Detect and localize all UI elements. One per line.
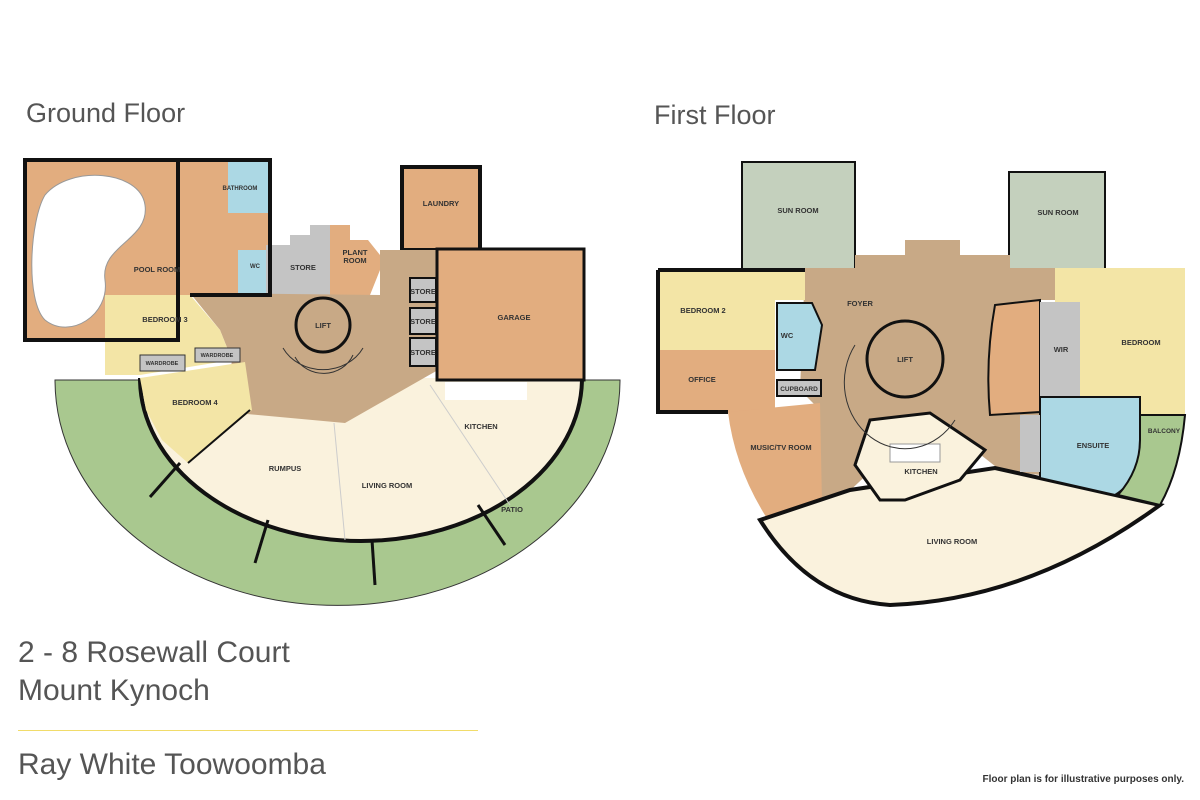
label-foyer: FOYER: [847, 299, 873, 308]
label-office: OFFICE: [688, 375, 716, 384]
label-bedroom-3: BEDROOM 3: [142, 315, 187, 324]
label-laundry: LAUNDRY: [423, 199, 459, 208]
label-cupboard: CUPBOARD: [780, 386, 818, 393]
label-wardrobe-2: WARDROBE: [201, 353, 234, 359]
gf-living-area: [140, 378, 582, 541]
label-garage: GARAGE: [498, 313, 531, 322]
ff-wc: [776, 302, 824, 371]
address-line-1: 2 - 8 Rosewall Court: [18, 636, 290, 669]
kitchen-bench: [445, 382, 527, 400]
laundry: [402, 167, 480, 250]
label-ff-kitchen: KITCHEN: [904, 467, 937, 476]
label-gf-store-3: STORE: [410, 348, 436, 357]
first-floor-plan: SUN ROOM SUN ROOM FOYER BEDROOM 2 WC OFF…: [656, 161, 1187, 608]
label-gf-living-room: LIVING ROOM: [362, 481, 412, 490]
ff-bedroom-entry: [1055, 268, 1082, 302]
wardrobe-2: [194, 347, 241, 363]
label-bedroom-4: BEDROOM 4: [172, 398, 218, 407]
gf-wc: [238, 250, 266, 295]
gf-store: [266, 225, 330, 295]
music-tv-room: [728, 403, 822, 523]
label-gf-lift: LIFT: [315, 321, 331, 330]
orange-room: [987, 298, 1041, 417]
label-sun-room-1: SUN ROOM: [777, 206, 818, 215]
label-bathroom: BATHROOM: [223, 186, 258, 192]
ff-living-room: [756, 465, 1165, 608]
bathroom: [228, 160, 270, 213]
sun-room-1: [741, 161, 856, 271]
agency-name: Ray White Toowoomba: [18, 748, 326, 781]
label-ff-wc: WC: [781, 331, 794, 340]
bedroom-4: [140, 362, 252, 463]
cupboard: [776, 379, 822, 397]
address-line-2: Mount Kynoch: [18, 674, 210, 707]
divider: [18, 730, 478, 731]
office: [658, 350, 775, 412]
first-floor-title: First Floor: [654, 100, 776, 130]
label-gf-wc: WC: [250, 264, 261, 270]
label-ensuite: ENSUITE: [1077, 441, 1110, 450]
label-wir: WIR: [1054, 345, 1069, 354]
label-gf-store: STORE: [290, 263, 316, 272]
bedroom-2: [658, 270, 805, 350]
ground-floor-plan: POOL ROOM BATHROOM WC STORE PLANT ROOM L…: [23, 158, 621, 606]
label-gf-store-1: STORE: [410, 287, 436, 296]
wardrobe-1: [139, 354, 186, 372]
sun-room-2: [1008, 171, 1106, 271]
label-patio: PATIO: [501, 505, 523, 514]
label-ff-lift: LIFT: [897, 355, 913, 364]
wir: [1040, 302, 1082, 397]
label-rumpus: RUMPUS: [269, 464, 302, 473]
ff-lift: [865, 319, 945, 399]
label-balcony: BALCONY: [1148, 428, 1181, 435]
label-music-tv-room: MUSIC/TV ROOM: [750, 443, 811, 452]
ensuite-store: [1020, 415, 1040, 472]
kitchen-island: [889, 443, 941, 463]
label-room: ROOM: [343, 256, 366, 265]
label-gf-kitchen: KITCHEN: [464, 422, 497, 431]
gf-lift: [294, 296, 352, 354]
ground-floor-title: Ground Floor: [26, 98, 186, 128]
label-pool-room: POOL ROOM: [134, 265, 181, 274]
plant-room: [330, 225, 380, 295]
label-plant: PLANT: [343, 248, 368, 257]
label-sun-room-2: SUN ROOM: [1037, 208, 1078, 217]
garage: [435, 247, 586, 382]
label-ff-living-room: LIVING ROOM: [927, 537, 977, 546]
label-ff-bedroom: BEDROOM: [1121, 338, 1160, 347]
balcony: [1116, 414, 1187, 507]
label-wardrobe-1: WARDROBE: [146, 361, 179, 367]
disclaimer: Floor plan is for illustrative purposes …: [982, 774, 1184, 785]
label-bedroom-2: BEDROOM 2: [680, 306, 725, 315]
label-gf-store-2: STORE: [410, 317, 436, 326]
pool: [31, 174, 146, 328]
ff-bedroom: [1080, 268, 1185, 416]
